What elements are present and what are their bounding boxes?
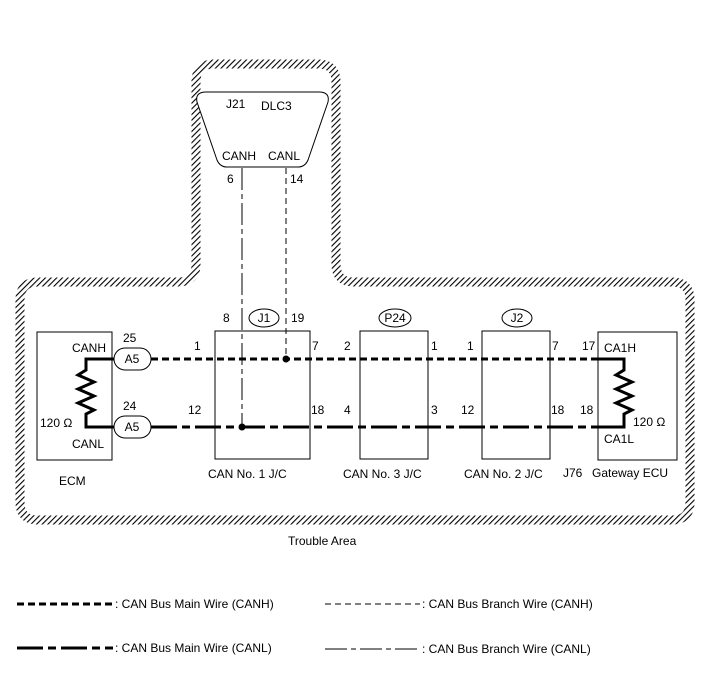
gateway-pin-h: 17 bbox=[582, 339, 596, 353]
gateway-pin-l: 18 bbox=[580, 403, 594, 417]
legend-main-canl-label: : CAN Bus Main Wire (CANL) bbox=[115, 641, 272, 655]
jc3-box bbox=[359, 330, 429, 460]
dlc3-pin-canh: 6 bbox=[227, 172, 234, 186]
jc2-name: CAN No. 2 J/C bbox=[464, 467, 543, 481]
jc2-pin-l-out: 18 bbox=[551, 403, 565, 417]
jc1-pin-top-left: 8 bbox=[223, 311, 230, 325]
jc3-id-oval bbox=[378, 308, 412, 328]
ecm-canh-label: CANH bbox=[72, 341, 106, 355]
ecm-canl-label: CANL bbox=[72, 437, 104, 451]
jc2-box bbox=[481, 330, 551, 460]
jc2-pin-h-out: 7 bbox=[552, 339, 559, 353]
dlc3-pin-canl: 14 bbox=[290, 172, 304, 186]
legend-main-canh-label: : CAN Bus Main Wire (CANH) bbox=[115, 597, 274, 611]
ecm-pin-canl: 24 bbox=[123, 399, 137, 413]
dlc3-canh-label: CANH bbox=[222, 149, 256, 163]
jc2-id: J2 bbox=[511, 311, 524, 325]
jc3-pin-h-out: 1 bbox=[431, 339, 438, 353]
jc1-id: J1 bbox=[258, 311, 271, 325]
jc2-id-oval bbox=[501, 308, 533, 328]
gateway-canl-label: CA1L bbox=[604, 432, 634, 446]
gateway-name: Gateway ECU bbox=[592, 466, 668, 480]
gateway-resistor-symbol bbox=[598, 357, 636, 429]
jc3-pin-l-out: 3 bbox=[431, 403, 438, 417]
jc3-pin-h-in: 2 bbox=[344, 339, 351, 353]
dlc3-connector bbox=[196, 91, 329, 168]
splice-canh bbox=[282, 355, 290, 363]
legend-branch-canh-label: : CAN Bus Branch Wire (CANH) bbox=[422, 597, 593, 611]
jc3-name: CAN No. 3 J/C bbox=[343, 467, 422, 481]
gateway-resistor-label: 120 Ω bbox=[633, 415, 665, 429]
ecm-resistor-symbol bbox=[74, 357, 99, 429]
gateway-id: J76 bbox=[563, 466, 583, 480]
jc1-pin-h-out: 7 bbox=[312, 339, 319, 353]
jc1-id-oval bbox=[248, 308, 280, 328]
ecm-name: ECM bbox=[59, 474, 86, 488]
jc1-name: CAN No. 1 J/C bbox=[208, 467, 287, 481]
jc2-pin-l-in: 12 bbox=[461, 403, 475, 417]
jc2-pin-h-in: 1 bbox=[467, 339, 474, 353]
jc1-pin-l-in: 12 bbox=[188, 403, 202, 417]
jc1-pin-l-out: 18 bbox=[311, 403, 325, 417]
jc1-box bbox=[214, 330, 311, 460]
trouble-area-border bbox=[15, 59, 695, 525]
trouble-area-label: Trouble Area bbox=[288, 534, 357, 548]
ecm-resistor-label: 120 Ω bbox=[40, 416, 72, 430]
ecm-connector-canl-label: A5 bbox=[125, 420, 140, 434]
dlc3-name: DLC3 bbox=[261, 99, 292, 113]
jc3-pin-l-in: 4 bbox=[344, 403, 351, 417]
ecm-box bbox=[36, 331, 113, 461]
dlc3-id: J21 bbox=[226, 97, 246, 111]
splice-canl bbox=[238, 423, 246, 431]
ecm-connector-canh bbox=[113, 347, 152, 371]
ecm-connector-canl bbox=[113, 415, 152, 439]
ecm-pin-canh: 25 bbox=[123, 331, 137, 345]
gateway-box bbox=[597, 331, 678, 461]
dlc3-canl-label: CANL bbox=[268, 149, 300, 163]
gateway-canh-label: CA1H bbox=[604, 341, 636, 355]
jc1-pin-h-in: 1 bbox=[194, 339, 201, 353]
ecm-connector-canh-label: A5 bbox=[125, 352, 140, 366]
jc3-id: P24 bbox=[384, 311, 406, 325]
legend-branch-canl-label: : CAN Bus Branch Wire (CANL) bbox=[422, 642, 591, 656]
jc1-pin-top-right: 19 bbox=[291, 311, 305, 325]
